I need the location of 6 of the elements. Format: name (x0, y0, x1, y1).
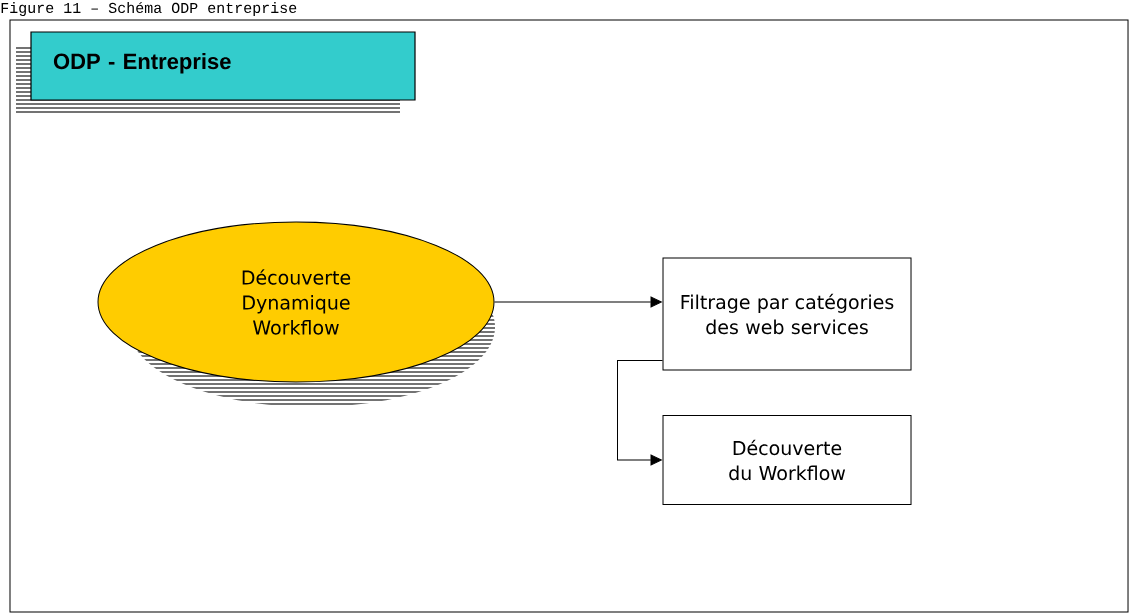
arrow (494, 296, 662, 308)
arrow (617, 360, 663, 466)
process-box: Découverte du Workflow (662, 415, 912, 505)
title-box: ODP - Entreprise (30, 31, 416, 101)
figure-caption: Figure 11 – Schéma ODP entreprise (1, 2, 297, 16)
process-box: Filtrage par catégories des web services (662, 257, 912, 371)
